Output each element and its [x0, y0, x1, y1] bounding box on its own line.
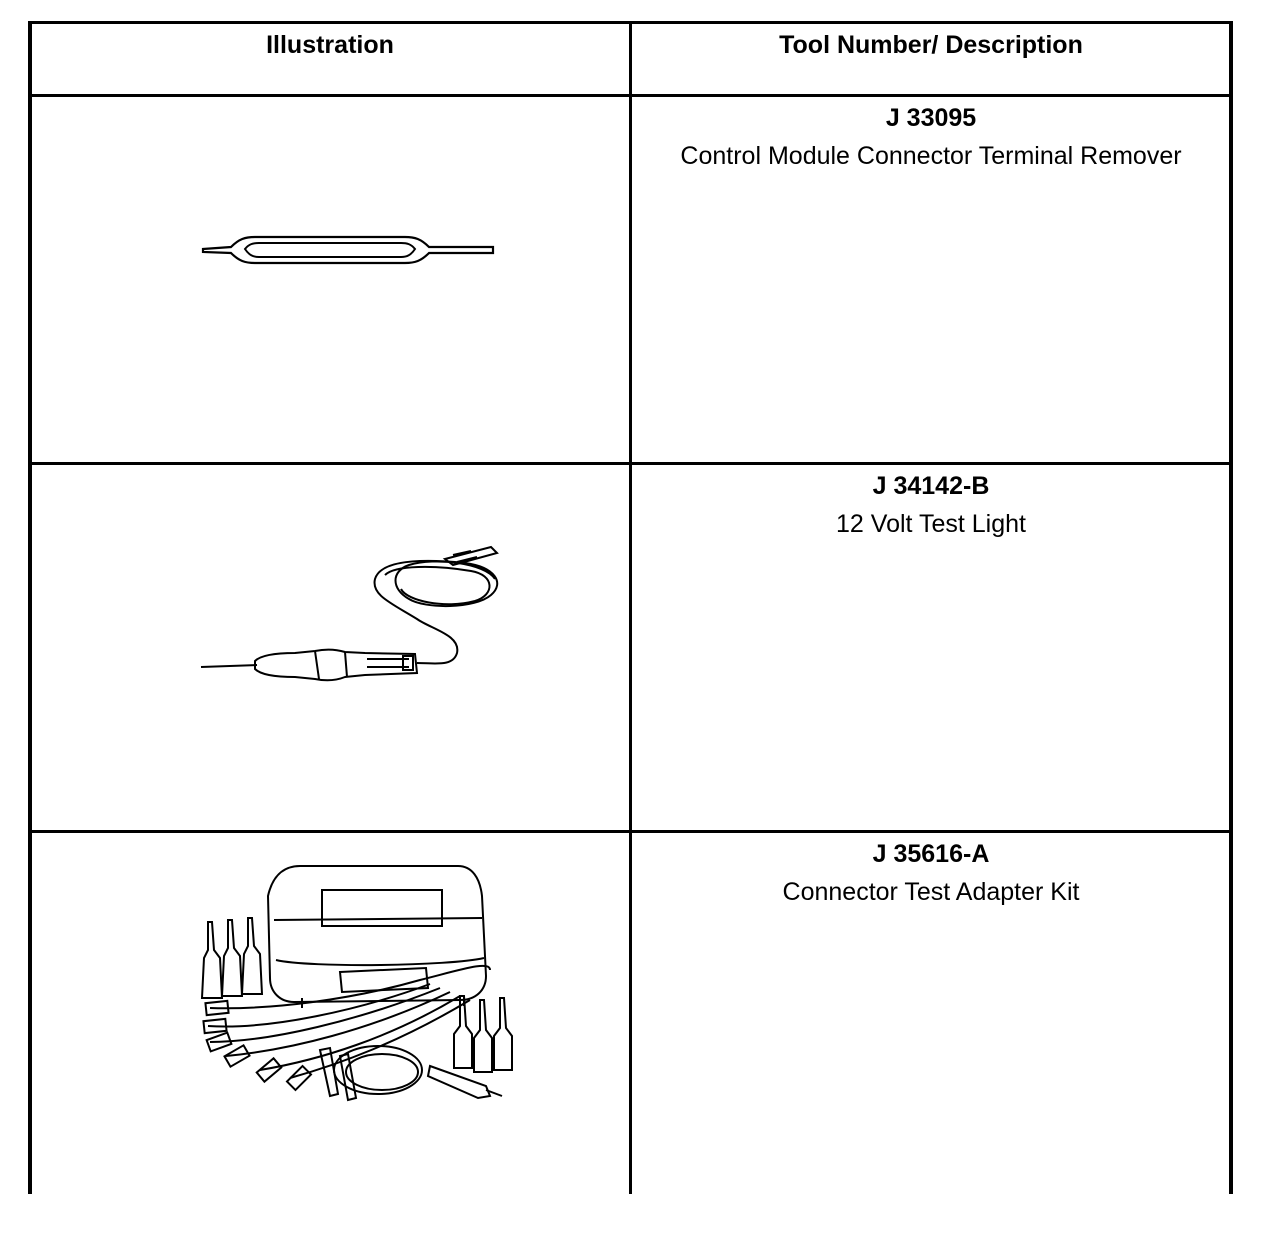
row-1-bottom-border	[28, 462, 1233, 465]
table-row: J 35616-A Connector Test Adapter Kit	[631, 839, 1231, 907]
tool-description: Control Module Connector Terminal Remove…	[680, 142, 1182, 170]
table-column-divider	[629, 21, 632, 1194]
header-bottom-border	[28, 94, 1233, 97]
table-row: J 33095 Control Module Connector Termina…	[631, 103, 1231, 171]
illustration-column-header: Illustration	[266, 31, 394, 59]
tool-number: J 34142-B	[872, 472, 990, 500]
table-row: J 34142-B 12 Volt Test Light	[631, 471, 1231, 539]
tool-number: J 33095	[885, 104, 977, 132]
tool-number: J 35616-A	[872, 840, 990, 868]
tool-column-header: Tool Number/ Description	[779, 31, 1083, 59]
tool-description: Connector Test Adapter Kit	[782, 878, 1080, 906]
test-light-icon	[195, 535, 515, 695]
tool-description: 12 Volt Test Light	[836, 510, 1026, 538]
row-2-bottom-border	[28, 830, 1233, 833]
terminal-remover-icon	[195, 225, 505, 275]
adapter-kit-icon	[190, 860, 530, 1120]
table-left-border	[28, 21, 32, 1194]
table-right-border	[1229, 21, 1233, 1194]
